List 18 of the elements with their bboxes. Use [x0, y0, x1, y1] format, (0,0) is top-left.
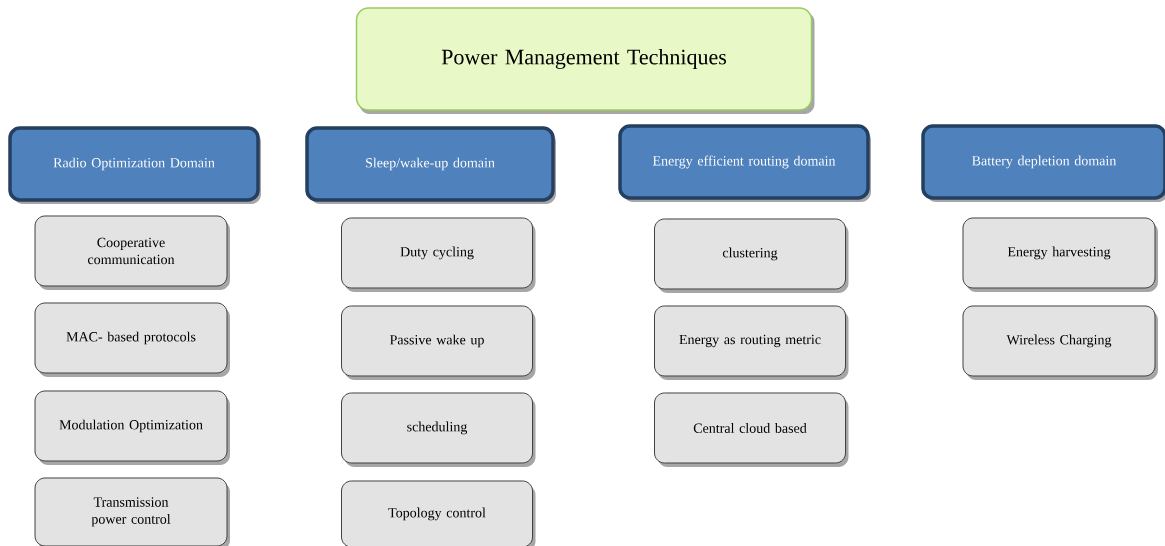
technique-box: Topology control: [341, 480, 536, 546]
technique-box: scheduling: [341, 392, 536, 467]
technique-box: Transmission power control: [34, 477, 230, 546]
technique-box: Modulation Optimization: [34, 390, 230, 465]
technique-box: clustering: [654, 218, 849, 293]
domain-box: Radio Optimization Domain: [8, 126, 261, 204]
technique-box: Energy as routing metric: [654, 305, 849, 380]
domain-box: Energy efficient routing domain: [618, 124, 871, 202]
title-box: Power Management Techniques: [355, 7, 815, 114]
technique-box: MAC- based protocols: [34, 302, 230, 377]
technique-box: Passive wake up: [341, 305, 536, 380]
technique-box: Duty cycling: [341, 217, 536, 292]
technique-box: Central cloud based: [654, 392, 849, 467]
technique-box: Cooperative communication: [34, 215, 230, 290]
technique-box: Wireless Charging: [962, 305, 1158, 380]
technique-box: Energy harvesting: [962, 217, 1158, 292]
domain-box: Sleep/wake-up domain: [305, 126, 556, 204]
domain-box: Battery depletion domain: [921, 124, 1165, 202]
